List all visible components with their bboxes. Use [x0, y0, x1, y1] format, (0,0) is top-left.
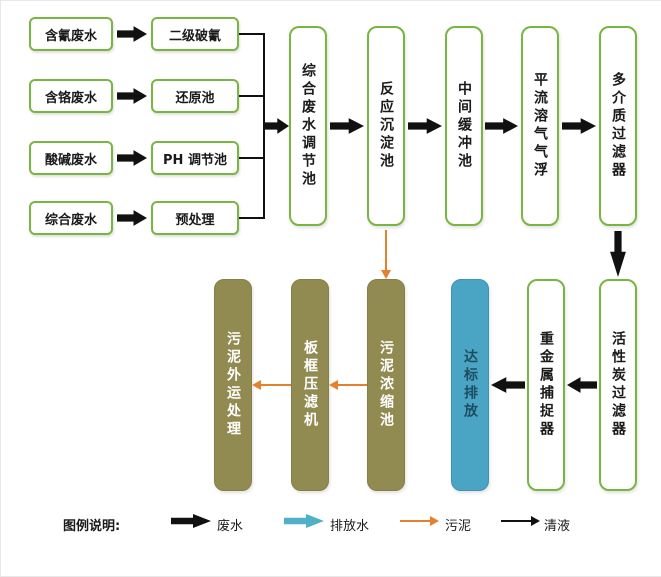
node-reduction-pool: 还原池	[151, 79, 239, 113]
wastewater-arrow-acid-alkali	[117, 150, 147, 166]
node-multimedia-filter: 多介质过滤器	[599, 26, 637, 226]
node-sludge-outbound-disposal: 污泥外运处理	[214, 279, 252, 491]
connector-line-2	[239, 95, 265, 97]
wastewater-arrow-4	[562, 118, 596, 134]
node-plate-frame-filter-press: 板框压滤机	[291, 279, 329, 491]
wastewater-arrow-comprehensive	[117, 210, 147, 226]
legend-label-wastewater: 废水	[217, 519, 244, 534]
clear-liquid-arrow-to-catcher	[567, 377, 597, 393]
node-reaction-sedimentation-pool: 反应沉淀池	[367, 26, 405, 226]
node-label: 污泥浓缩池	[378, 340, 394, 430]
legend-discharge-arrow-icon	[284, 513, 324, 529]
node-standard-discharge: 达标排放	[451, 279, 489, 491]
node-activated-carbon-filter: 活性炭过滤器	[599, 279, 637, 491]
node-label: 重金属捕捉器	[538, 331, 554, 439]
node-daf-flotation: 平流溶气气浮	[521, 26, 559, 226]
legend-clear-liquid-arrow-icon	[501, 516, 540, 526]
node-acid-alkali-wastewater: 酸碱废水	[29, 141, 113, 175]
node-label: 多介质过滤器	[610, 72, 626, 180]
clear-liquid-arrow-to-discharge	[491, 377, 525, 393]
node-cyanide-wastewater: 含氰废水	[29, 17, 113, 51]
sludge-arrow-to-disposal	[252, 380, 291, 390]
wastewater-arrow-cyanide	[117, 26, 147, 42]
sludge-arrow-down	[381, 230, 391, 279]
legend-wastewater-arrow-icon	[171, 513, 211, 529]
legend-label-clear-liquid: 清液	[544, 519, 571, 534]
node-pretreatment: 预处理	[151, 201, 239, 235]
node-label: 板框压滤机	[302, 340, 318, 430]
legend-label-discharge-water: 排放水	[330, 519, 370, 534]
node-label: 污泥外运处理	[225, 331, 241, 439]
node-label: 中间缓冲池	[456, 81, 472, 171]
node-label: 活性炭过滤器	[610, 331, 626, 439]
node-comprehensive-adjustment-pool: 综合废水调节池	[289, 26, 327, 226]
legend-sludge-arrow-icon	[400, 516, 439, 526]
node-ph-adjustment-pool: PH 调节池	[151, 141, 239, 175]
node-label: 平流溶气气浮	[532, 72, 548, 180]
node-sludge-thickening-pool: 污泥浓缩池	[367, 279, 405, 491]
sludge-arrow-to-filter-press	[329, 380, 367, 390]
node-chromium-wastewater: 含铬废水	[29, 79, 113, 113]
wastewater-arrow-1	[330, 118, 364, 134]
connector-line-1	[239, 33, 265, 35]
legend-label-sludge: 污泥	[445, 519, 472, 534]
node-comprehensive-wastewater: 综合废水	[29, 201, 113, 235]
wastewater-arrow-to-adjustment-pool	[263, 118, 289, 134]
connector-line-4	[239, 217, 265, 219]
node-secondary-cyanide-breaking: 二级破氰	[151, 17, 239, 51]
wastewater-arrow-2	[408, 118, 442, 134]
legend-title: 图例说明:	[63, 519, 121, 534]
node-label: 达标排放	[462, 349, 478, 421]
wastewater-arrow-down	[610, 231, 626, 277]
node-label: 反应沉淀池	[378, 81, 394, 171]
wastewater-arrow-chromium	[117, 88, 147, 104]
node-label: 综合废水调节池	[300, 63, 316, 189]
node-intermediate-buffer-pool: 中间缓冲池	[445, 26, 483, 226]
node-heavy-metal-catcher: 重金属捕捉器	[527, 279, 565, 491]
wastewater-arrow-3	[485, 118, 518, 134]
connector-line-3	[239, 157, 265, 159]
